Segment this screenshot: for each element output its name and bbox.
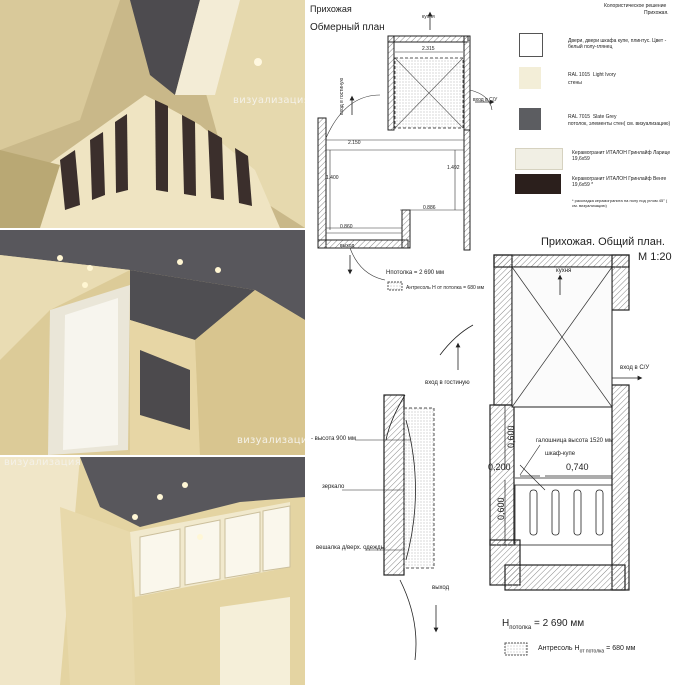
- measure-plan-title: Обмерный план: [310, 22, 385, 33]
- swatch-wenge-text: Керамогранит ИТАЛОН Гринлайф Венге 19,6х…: [572, 176, 667, 188]
- general-rail-label: галошница высота 1520 мм: [536, 438, 613, 444]
- measure-wc-label: вход в С/У: [473, 97, 498, 103]
- color-solution-title: Колористическое решение: [604, 3, 667, 9]
- measure-dim: 0.886: [423, 205, 436, 211]
- measure-dim: 1.400: [326, 175, 339, 181]
- measure-living-label: вход в гостиную: [339, 77, 345, 115]
- general-plan-scale: М 1:20: [638, 251, 672, 263]
- general-kitchen-label: кухня: [556, 268, 572, 274]
- measure-dim: 2.315: [422, 46, 435, 52]
- general-hanger-label: вешалка д/верх. одежды: [316, 545, 385, 551]
- visualization-photo-1: визуализация: [0, 0, 305, 228]
- general-plan-title: Прихожая. Общий план.: [541, 236, 665, 248]
- swatch-wenge: [515, 174, 561, 194]
- general-mirror-label: зеркало: [322, 484, 345, 490]
- general-legend: Антресоль Нот потолка = 680 мм: [538, 645, 636, 655]
- measure-dim: 1.492: [447, 165, 460, 171]
- visualization-label: визуализация: [237, 435, 305, 446]
- general-ceiling-height: Hпотолка = 2 690 мм: [502, 618, 585, 631]
- dim-200: 0,200: [488, 462, 511, 472]
- swatch-slate-grey: [519, 108, 541, 130]
- measure-ceiling-height: Hпотолка = 2 690 мм: [386, 270, 445, 276]
- measure-legend: Антресоль Н от потолка = 680 мм: [406, 285, 485, 291]
- measure-kitchen-label: кухня: [422, 14, 435, 20]
- dim-600-top: 0,600: [506, 425, 516, 448]
- visualization-photo-2: визуализация: [0, 230, 305, 455]
- visualization-label: визуализация: [233, 95, 305, 106]
- swatch-light-ivory: [519, 67, 541, 89]
- general-wc-label: вход в С/У: [620, 365, 650, 371]
- dim-740: 0,740: [566, 462, 589, 472]
- visualization-label: визуализация: [4, 457, 82, 468]
- swatch-white: [519, 33, 543, 57]
- swatch-white-text: Двери, двери шкафа купе, плинтус. Цвет -…: [568, 38, 667, 50]
- dim-600-bottom: 0,600: [496, 497, 506, 520]
- measure-dim: 2.150: [348, 140, 361, 146]
- palette-note: * раскладка керамогранита на полу под уг…: [572, 198, 668, 208]
- measure-dim: 0.860: [340, 224, 353, 230]
- swatch-ivory-code: RAL 1015 Light Ivory: [568, 72, 616, 78]
- visualization-photo-3: визуализация: [0, 457, 305, 685]
- swatch-larice: [515, 148, 563, 170]
- swatch-larice-text: Керамогранит ИТАЛОН Гринлайф Ларице 19,6…: [572, 150, 671, 162]
- general-living-label: вход в гостиную: [425, 380, 470, 386]
- sheet-title: Прихожая: [310, 4, 352, 14]
- swatch-ivory-text: стены: [568, 80, 582, 86]
- general-wardrobe-label: шкаф-купе: [545, 451, 576, 457]
- general-exit-label: выход: [432, 585, 450, 591]
- general-height900-label: - высота 900 мм: [311, 436, 357, 442]
- measure-exit-label: выход: [340, 243, 355, 249]
- swatch-grey-text: потолок, элементы стен( см. визуализацию…: [568, 121, 671, 127]
- color-solution-subtitle: Прихожая.: [644, 10, 669, 16]
- swatch-grey-code: RAL 7015 Slate Grey: [568, 114, 617, 120]
